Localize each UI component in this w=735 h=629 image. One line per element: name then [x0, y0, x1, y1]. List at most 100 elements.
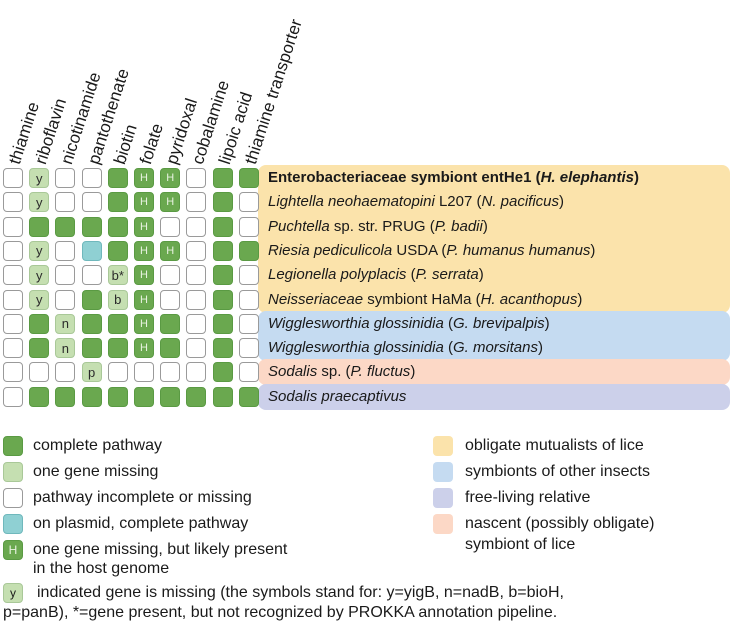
organism-name-part: ( [443, 314, 453, 332]
pathway-cell [29, 313, 50, 334]
cell-symbol: n [61, 340, 69, 356]
pathway-cell [238, 289, 259, 310]
pathway-cell: y [29, 240, 50, 261]
organism-name-part: P. fluctus [350, 363, 411, 381]
pathway-cell [3, 168, 23, 188]
pathway-cell [212, 265, 233, 286]
legend-color-swatch [433, 436, 453, 456]
pathway-cell: y [29, 192, 50, 213]
legend-note-line-1: indicated gene is missing (the symbols s… [37, 584, 564, 601]
organism-name-part: P. badii [434, 217, 483, 235]
column-label: thiamine transporter [240, 16, 306, 167]
organism-name-part: ( [443, 339, 453, 357]
pathway-cell [238, 192, 259, 213]
pathway-cell [55, 386, 76, 407]
pathway-cell [186, 289, 207, 310]
organism-name-part: Enterobacteriaceae symbiont entHe1 ( [268, 169, 541, 186]
pathway-cell [238, 265, 259, 286]
organism-name: Wigglesworthia glossinidia (G. brevipalp… [268, 316, 550, 331]
organism-name-part: Neisseriaceae [268, 290, 364, 308]
pathway-cell [107, 386, 128, 407]
pathway-cell [160, 265, 181, 286]
pathway-cell [81, 265, 102, 286]
pathway-cell [238, 386, 259, 407]
pathway-cell: H [134, 240, 154, 261]
legend-label: free-living relative [465, 489, 591, 506]
pathway-cell [107, 240, 128, 261]
organism-name-part: H. acanthopus [480, 290, 578, 308]
pathway-cell [3, 313, 23, 334]
pathway-cell: H [134, 216, 154, 237]
pathway-cell: b [107, 289, 128, 310]
organism-name-part: ) [559, 193, 565, 211]
pathway-cell [3, 386, 23, 407]
organism-name: Enterobacteriaceae symbiont entHe1 (H. e… [268, 170, 639, 185]
pathway-cell [81, 386, 102, 407]
cell-symbol: y [35, 243, 43, 259]
pathway-cell [238, 216, 259, 237]
organism-name-part: ) [482, 217, 488, 235]
pathway-cell [238, 362, 259, 383]
organism-name-part: P. serrata [415, 266, 479, 284]
pathway-cell [212, 168, 233, 188]
cell-symbol: y [35, 267, 43, 283]
organism-name-part: ) [544, 314, 550, 332]
pathway-cell [212, 338, 233, 359]
pathway-cell: b* [107, 265, 128, 286]
legend-color-swatch [433, 462, 453, 482]
cell-symbol: H [140, 317, 148, 330]
cell-symbol: H [166, 196, 175, 209]
pathway-cell [160, 313, 181, 334]
pathway-cell: p [81, 362, 102, 383]
pathway-cell [29, 216, 50, 237]
pathway-cell [212, 313, 233, 334]
legend-label: nascent (possibly obligate) [465, 515, 655, 532]
pathway-cell [186, 216, 207, 237]
cell-symbol: H [140, 220, 148, 233]
pathway-cell [55, 168, 76, 188]
pathway-cell [186, 265, 207, 286]
organism-name-part: N. pacificus [481, 193, 560, 211]
pathway-cell [238, 313, 259, 334]
pathway-cell: n [55, 338, 76, 359]
pathway-cell [160, 386, 181, 407]
pathway-cell [134, 362, 154, 383]
pathway-cell: H [134, 289, 154, 310]
group-band-free [258, 383, 730, 410]
pathway-cell [160, 362, 181, 383]
cell-symbol: H [166, 244, 175, 257]
legend-label: one gene missing [33, 463, 159, 480]
organism-name-part: Wigglesworthia glossinidia [268, 339, 444, 357]
pathway-cell [81, 240, 102, 261]
cell-symbol: p [87, 364, 96, 380]
cell-symbol: y [35, 292, 43, 307]
pathway-cell: H [134, 192, 154, 213]
pathway-cell [107, 338, 128, 359]
gene-symbol-swatch: y [3, 583, 23, 603]
legend-note-line-2: p=panB), *=gene present, but not recogni… [3, 604, 558, 621]
pathway-cell [212, 216, 233, 237]
organism-name-part: Legionella polyplacis [268, 266, 407, 284]
pathway-cell [81, 313, 102, 334]
legend-label: symbionts of other insects [465, 463, 650, 480]
pathway-cell [3, 265, 23, 286]
pathway-cell [238, 168, 259, 188]
cell-symbol: H [140, 244, 148, 257]
organism-name: Riesia pediculicola USDA (P. humanus hum… [268, 243, 595, 258]
pathway-cell [55, 265, 76, 286]
pathway-cell: H [160, 192, 181, 213]
pathway-cell [107, 362, 128, 383]
organism-name-part: G. brevipalpis [452, 314, 545, 332]
legend-label: on plasmid, complete pathway [33, 515, 249, 532]
organism-name-part: Riesia pediculicola [268, 241, 393, 259]
pathway-cell [29, 338, 50, 359]
organism-name-part: P. humanus humanus [446, 241, 591, 259]
pathway-cell [55, 216, 76, 237]
pathway-cell: H [134, 338, 154, 359]
legend-label: pathway incomplete or missing [33, 489, 252, 506]
legend-label: one gene missing, but likely present [33, 541, 288, 558]
pathway-cell [107, 216, 128, 237]
pathway-cell [55, 192, 76, 213]
legend-swatch [3, 436, 23, 456]
legend-swatch-symbol: H [8, 543, 18, 557]
